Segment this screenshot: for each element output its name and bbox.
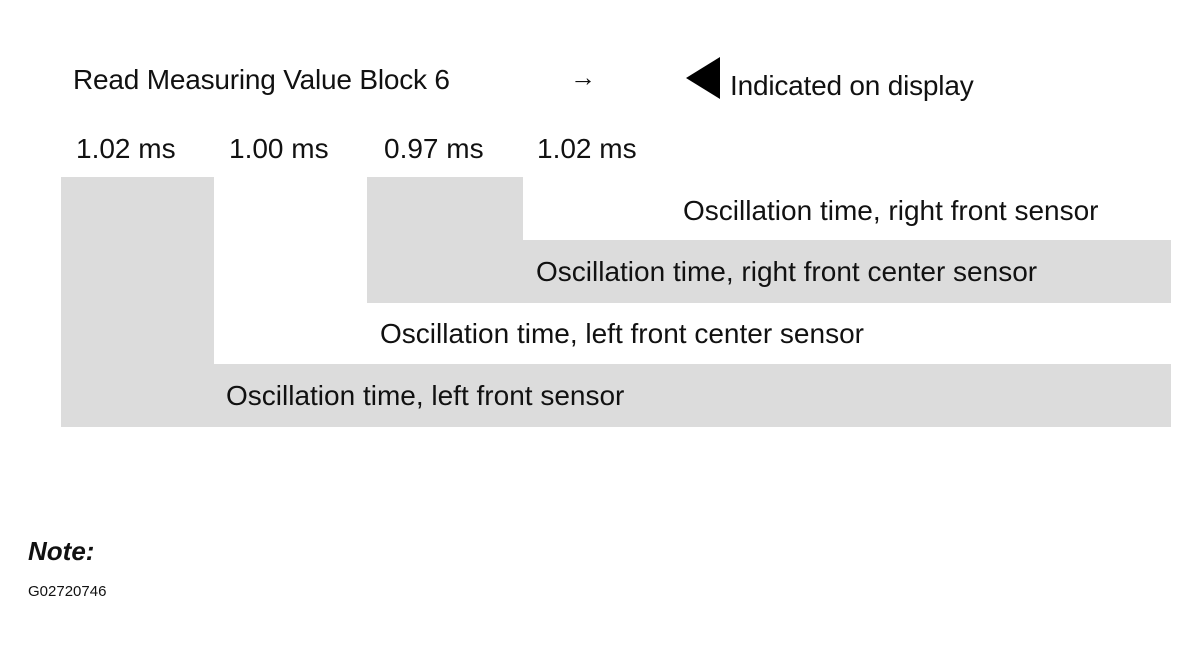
value-field-4: 1.02 ms (537, 133, 637, 164)
value-field-3: 0.97 ms (384, 133, 484, 164)
figure-id: G02720746 (28, 583, 107, 600)
block-title: Read Measuring Value Block 6 (73, 64, 450, 95)
display-pointer-icon (686, 57, 720, 99)
shade-left-front-band (61, 364, 1171, 427)
right-arrow-icon: → (570, 62, 596, 92)
value-field-1: 1.02 ms (76, 133, 176, 164)
label-right-front-center-sensor: Oscillation time, right front center sen… (536, 256, 1038, 287)
label-right-front-sensor: Oscillation time, right front sensor (683, 195, 1099, 226)
indicator-label: Indicated on display (730, 70, 974, 101)
shade-right-front-center-band (367, 240, 1171, 303)
value-field-2: 1.00 ms (229, 133, 329, 164)
label-left-front-sensor: Oscillation time, left front sensor (226, 380, 625, 411)
note-heading: Note: (28, 536, 95, 566)
label-left-front-center-sensor: Oscillation time, left front center sens… (380, 318, 864, 349)
